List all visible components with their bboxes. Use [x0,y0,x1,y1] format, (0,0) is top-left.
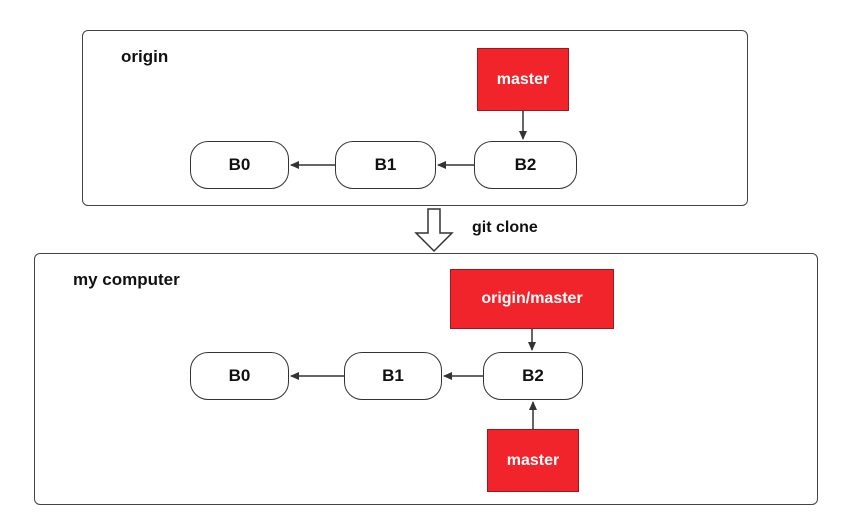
origin-master-remote-branch: origin/master [450,269,614,329]
local-master-branch: master [487,429,579,492]
git-clone-arrow-icon [414,208,454,253]
local-commit-b1: B1 [344,352,442,400]
local-commit-b0: B0 [190,352,289,400]
origin-master-branch: master [477,48,569,111]
origin-panel-title: origin [121,47,169,66]
local-repo-panel: my computer [34,253,818,505]
origin-commit-b0: B0 [190,141,289,189]
origin-commit-b2: B2 [474,141,577,189]
local-commit-b2: B2 [483,352,583,400]
git-clone-label: git clone [472,219,538,236]
origin-commit-b1: B1 [335,141,436,189]
local-panel-title: my computer [73,270,180,289]
